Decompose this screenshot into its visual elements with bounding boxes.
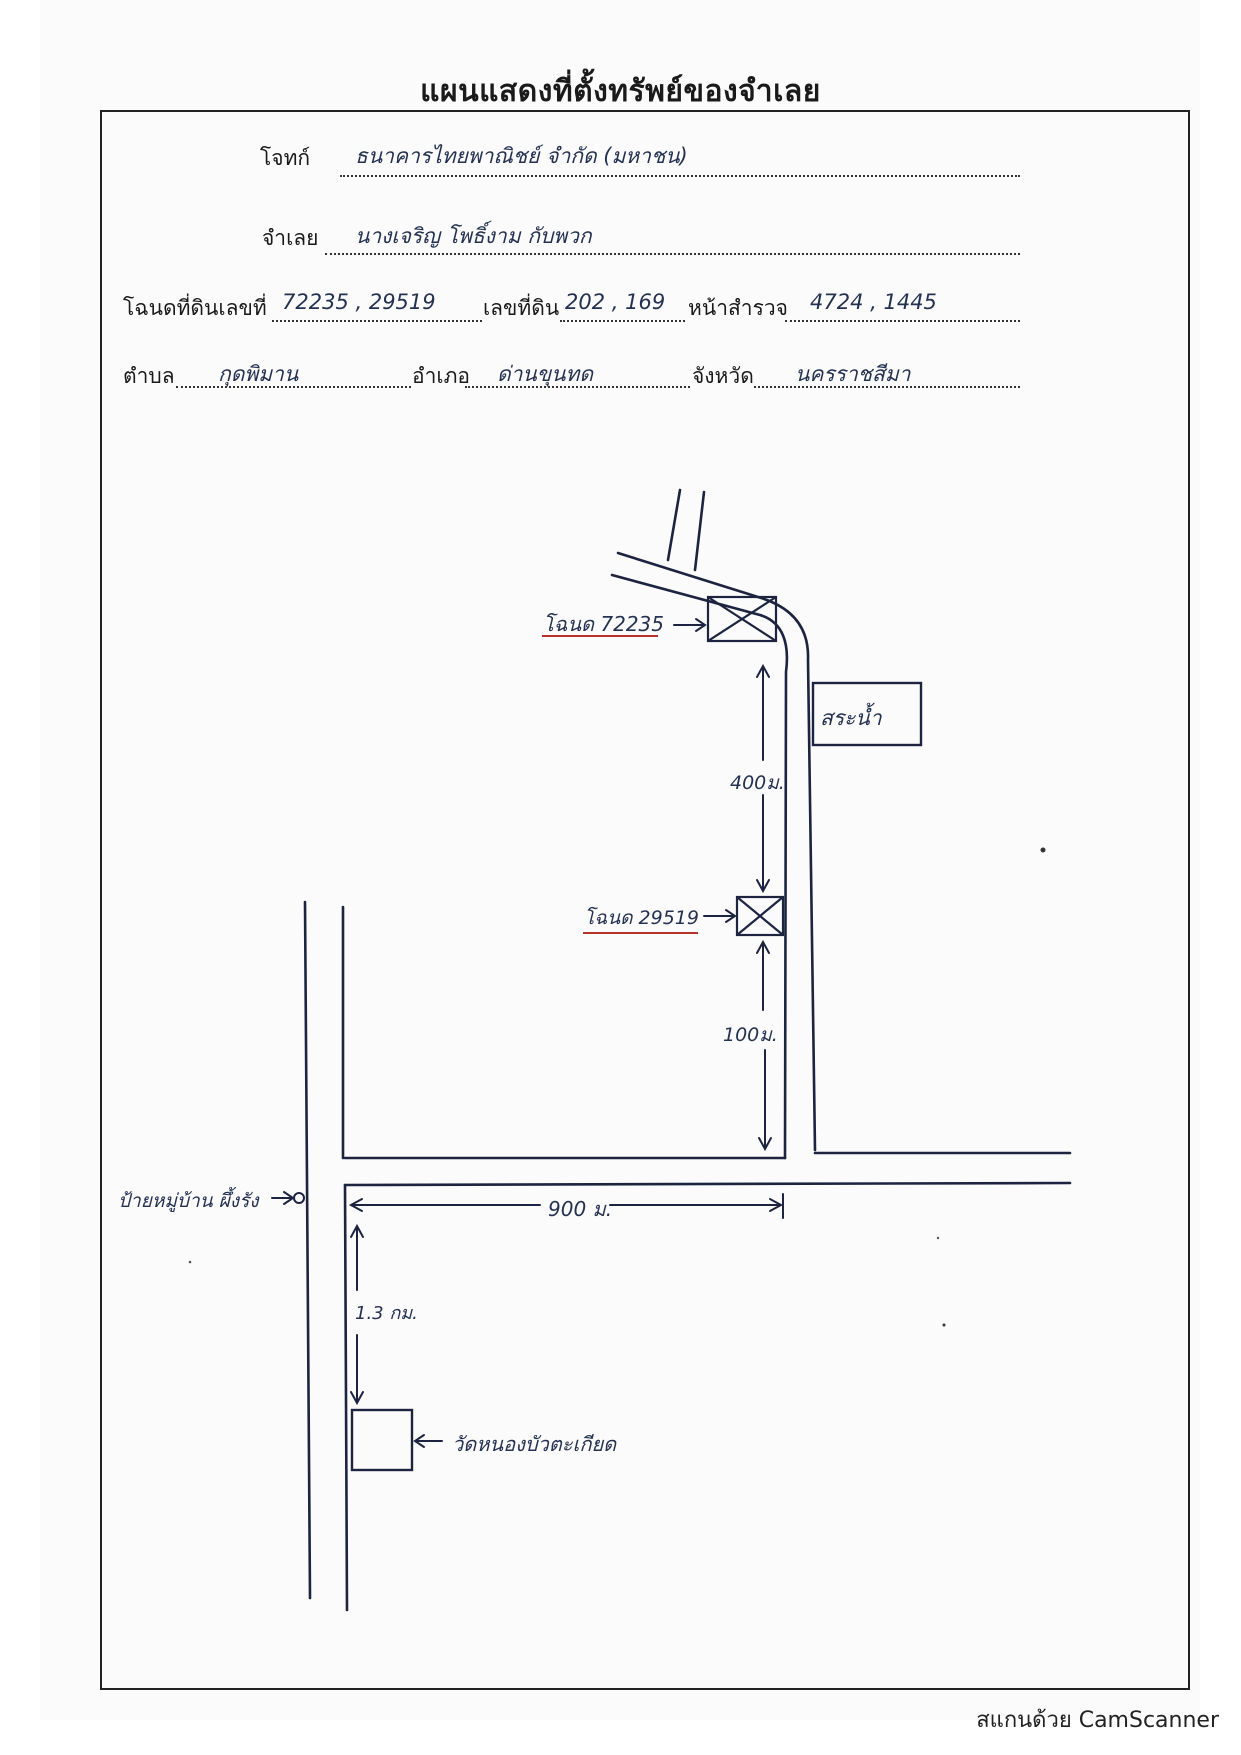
scan-speck bbox=[1040, 847, 1046, 853]
scan-speck bbox=[942, 1323, 946, 1327]
north-road-right-edge bbox=[693, 490, 706, 572]
left-road-outer-edge bbox=[303, 900, 312, 1600]
deed-label: โฉนดที่ดินเลขที่ bbox=[123, 296, 267, 320]
deed-72235-label: โฉนด 72235 bbox=[543, 612, 665, 636]
survey-row: หน้าสำรวจ bbox=[688, 292, 788, 325]
landno-row: เลขที่ดิน bbox=[483, 292, 559, 325]
scan-speck bbox=[936, 1236, 940, 1240]
distance-100m-label: 100ม. bbox=[723, 1024, 778, 1046]
province-row: จังหวัด bbox=[692, 360, 754, 393]
district-label: อำเภอ bbox=[412, 364, 471, 388]
plaintiff-label: โจทก์ bbox=[260, 146, 311, 170]
district-dotted-line bbox=[465, 386, 690, 388]
survey-label: หน้าสำรวจ bbox=[688, 296, 788, 320]
village-sign-label: ป้ายหมู่บ้าน ผึ้งรัง bbox=[118, 1190, 259, 1212]
scan-speck bbox=[188, 1260, 192, 1264]
plaintiff-row: โจทก์ bbox=[260, 142, 310, 175]
distance-1300m-label: 1.3 กม. bbox=[355, 1303, 418, 1324]
survey-value: 4724 , 1445 bbox=[810, 290, 937, 314]
defendant-row: จำเลย bbox=[262, 222, 318, 255]
village-sign-marker bbox=[293, 1192, 305, 1204]
defendant-label: จำเลย bbox=[262, 226, 319, 250]
subdistrict-value: กุดพิมาน bbox=[218, 362, 299, 386]
defendant-value: นางเจริญ โพธิ์งาม กับพวก bbox=[355, 224, 592, 248]
deed-dotted-line bbox=[272, 320, 482, 322]
page-title: แผนแสดงที่ตั้งทรัพย์ของจำเลย bbox=[420, 74, 821, 109]
pond-label: สระน้ำ bbox=[820, 706, 882, 730]
pond-box bbox=[811, 681, 923, 747]
distance-900m-label: 900 ม. bbox=[548, 1197, 613, 1221]
document-frame bbox=[100, 110, 1190, 1690]
deed-29519-label: โฉนด 29519 bbox=[584, 907, 699, 929]
survey-dotted-line bbox=[785, 320, 1020, 322]
province-label: จังหวัด bbox=[692, 364, 754, 388]
deed-72235-marker bbox=[706, 595, 778, 643]
district-value: ด่านขุนทด bbox=[497, 362, 593, 386]
province-value: นครราชสีมา bbox=[795, 362, 911, 386]
main-road-inner-edge bbox=[610, 573, 789, 1160]
subdistrict-row: ตำบล bbox=[123, 360, 175, 393]
deed-29519-marker bbox=[735, 895, 785, 937]
horizontal-road-bottom bbox=[343, 1181, 1072, 1187]
scanner-watermark: สแกนด้วย CamScanner bbox=[976, 1708, 1219, 1733]
district-row: อำเภอ bbox=[412, 360, 470, 393]
subdistrict-dotted-line bbox=[176, 386, 411, 388]
defendant-dotted-line bbox=[325, 253, 1020, 255]
subdistrict-label: ตำบล bbox=[123, 364, 175, 388]
landno-value: 202 , 169 bbox=[565, 290, 666, 314]
plaintiff-value: ธนาคารไทยพาณิชย์ จำกัด (มหาชน) bbox=[355, 144, 688, 168]
deed-value: 72235 , 29519 bbox=[282, 290, 436, 314]
left-road-inner-edge-lower bbox=[343, 1183, 349, 1612]
landno-dotted-line bbox=[560, 320, 685, 322]
distance-400m-label: 400ม. bbox=[730, 772, 785, 794]
north-road-left-edge bbox=[666, 488, 682, 562]
deed-row: โฉนดที่ดินเลขที่ bbox=[123, 292, 267, 325]
scanned-page bbox=[40, 0, 1200, 1720]
plaintiff-dotted-line bbox=[340, 175, 1020, 177]
landno-label: เลขที่ดิน bbox=[483, 296, 560, 320]
province-dotted-line bbox=[754, 386, 1020, 388]
temple-box bbox=[350, 1408, 414, 1472]
main-road-outer-edge bbox=[616, 551, 817, 1152]
temple-label: วัดหนองบัวตะเกียด bbox=[452, 1432, 617, 1456]
